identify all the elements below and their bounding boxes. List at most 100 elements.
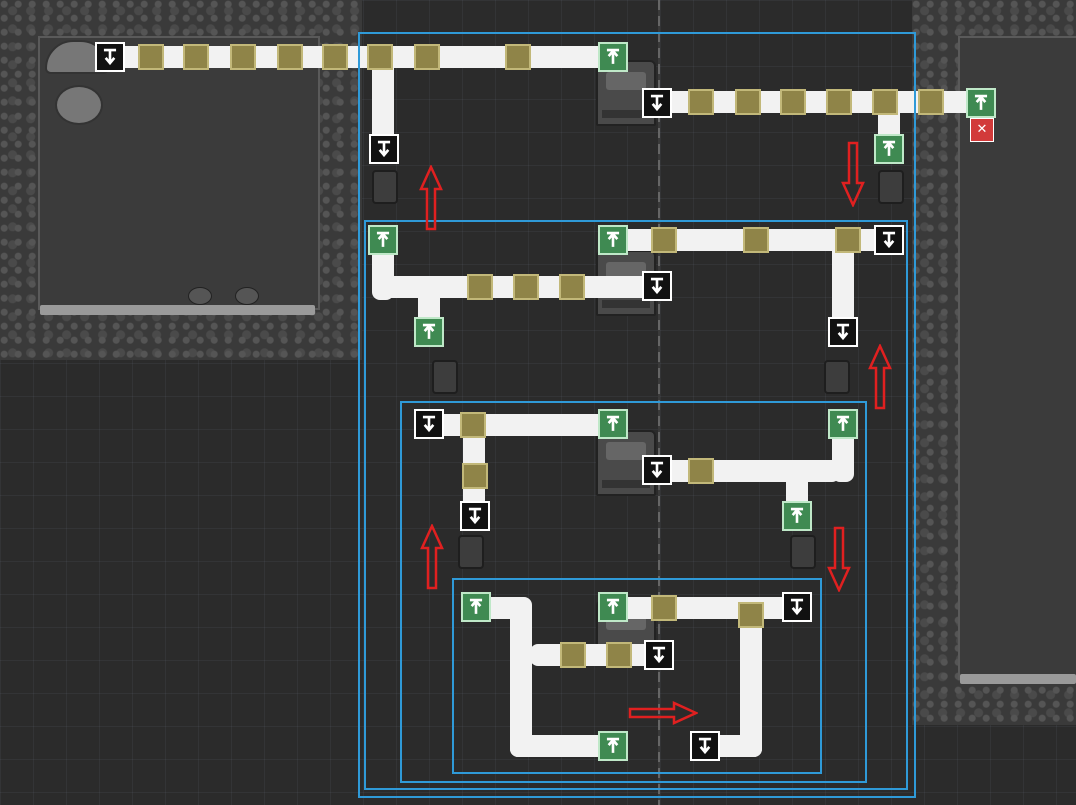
resource-packet[interactable] [414, 44, 440, 70]
conveyor-rail[interactable] [418, 276, 440, 326]
conveyor-receptacle[interactable] [828, 317, 858, 347]
resource-packet[interactable] [367, 44, 393, 70]
conveyor-loader[interactable] [598, 592, 628, 622]
conveyor-joint[interactable] [790, 535, 816, 569]
conveyor-rail[interactable] [786, 470, 808, 510]
conveyor-joint[interactable] [372, 170, 398, 204]
conveyor-joint[interactable] [458, 535, 484, 569]
conveyor-receptacle[interactable] [642, 271, 672, 301]
loop-frame-inner [452, 578, 822, 774]
arrow-up-icon [836, 415, 850, 431]
storage-room-left [38, 36, 320, 310]
room-floor-right [960, 674, 1076, 684]
debris-rock[interactable] [188, 287, 212, 305]
flow-arrow-up-icon [868, 344, 892, 410]
arrow-up-icon [606, 598, 620, 614]
conveyor-loader[interactable] [414, 317, 444, 347]
resource-packet[interactable] [780, 89, 806, 115]
arrow-up-icon [882, 140, 896, 156]
alert-icon[interactable]: ✕ [970, 118, 994, 142]
conveyor-rail[interactable] [372, 46, 394, 146]
resource-packet[interactable] [735, 89, 761, 115]
arrow-up-icon [606, 737, 620, 753]
conveyor-loader[interactable] [598, 42, 628, 72]
resource-packet[interactable] [651, 227, 677, 253]
resource-packet[interactable] [606, 642, 632, 668]
resource-packet[interactable] [183, 44, 209, 70]
flow-arrow-down-icon [827, 526, 851, 592]
conveyor-loader[interactable] [598, 731, 628, 761]
resource-packet[interactable] [277, 44, 303, 70]
resource-packet[interactable] [322, 44, 348, 70]
resource-packet[interactable] [559, 274, 585, 300]
conveyor-loader[interactable] [782, 501, 812, 531]
resource-packet[interactable] [651, 595, 677, 621]
arrow-up-icon [422, 323, 436, 339]
flow-arrow-down-icon [841, 141, 865, 207]
resource-packet[interactable] [872, 89, 898, 115]
arrow-down-icon [468, 507, 482, 525]
storage-room-right [958, 36, 1076, 680]
resource-packet[interactable] [826, 89, 852, 115]
room-floor-left [40, 305, 315, 315]
resource-packet[interactable] [467, 274, 493, 300]
arrow-down-icon [650, 277, 664, 295]
resource-packet[interactable] [513, 274, 539, 300]
conveyor-joint[interactable] [432, 360, 458, 394]
resource-packet[interactable] [738, 602, 764, 628]
resource-packet[interactable] [460, 412, 486, 438]
flow-arrow-up-icon [419, 165, 443, 231]
resource-packet[interactable] [462, 463, 488, 489]
conveyor-loader[interactable] [874, 134, 904, 164]
resource-packet[interactable] [743, 227, 769, 253]
conveyor-loader[interactable] [598, 409, 628, 439]
conveyor-receptacle[interactable] [642, 455, 672, 485]
conveyor-loader[interactable] [461, 592, 491, 622]
resource-packet[interactable] [688, 458, 714, 484]
conveyor-receptacle[interactable] [782, 592, 812, 622]
loop-frame-level-2 [364, 220, 908, 790]
conveyor-rail[interactable] [510, 597, 532, 757]
conveyor-loader[interactable] [966, 88, 996, 118]
resource-packet[interactable] [835, 227, 861, 253]
arrow-down-icon [836, 323, 850, 341]
flow-arrow-up-icon [420, 524, 444, 590]
resource-packet[interactable] [505, 44, 531, 70]
critter-sprite[interactable] [55, 85, 103, 125]
loop-frame-outer [358, 32, 916, 798]
conveyor-receptacle[interactable] [874, 225, 904, 255]
arrow-down-icon [650, 94, 664, 112]
conveyor-receptacle[interactable] [460, 501, 490, 531]
resource-packet[interactable] [688, 89, 714, 115]
debris-rock[interactable] [235, 287, 259, 305]
arrow-down-icon [650, 461, 664, 479]
conveyor-receptacle[interactable] [95, 42, 125, 72]
arrow-up-icon [606, 415, 620, 431]
resource-packet[interactable] [560, 642, 586, 668]
conveyor-joint[interactable] [824, 360, 850, 394]
resource-packet[interactable] [138, 44, 164, 70]
conveyor-rail[interactable] [832, 229, 854, 339]
arrow-down-icon [377, 140, 391, 158]
conveyor-loader[interactable] [598, 225, 628, 255]
conveyor-rail[interactable] [510, 735, 620, 757]
conveyor-receptacle[interactable] [690, 731, 720, 761]
conveyor-rail[interactable] [740, 605, 762, 757]
arrow-up-icon [974, 94, 988, 110]
flow-arrow-right-icon [628, 701, 698, 725]
conveyor-joint[interactable] [878, 170, 904, 204]
arrow-up-icon [606, 231, 620, 247]
conveyor-receptacle[interactable] [369, 134, 399, 164]
conveyor-receptacle[interactable] [414, 409, 444, 439]
arrow-down-icon [882, 231, 896, 249]
resource-packet[interactable] [230, 44, 256, 70]
arrow-up-icon [469, 598, 483, 614]
conveyor-receptacle[interactable] [644, 640, 674, 670]
conveyor-loader[interactable] [368, 225, 398, 255]
conveyor-receptacle[interactable] [642, 88, 672, 118]
conveyor-loader[interactable] [828, 409, 858, 439]
resource-packet[interactable] [918, 89, 944, 115]
loop-frame-level-3 [400, 401, 867, 783]
arrow-down-icon [103, 48, 117, 66]
